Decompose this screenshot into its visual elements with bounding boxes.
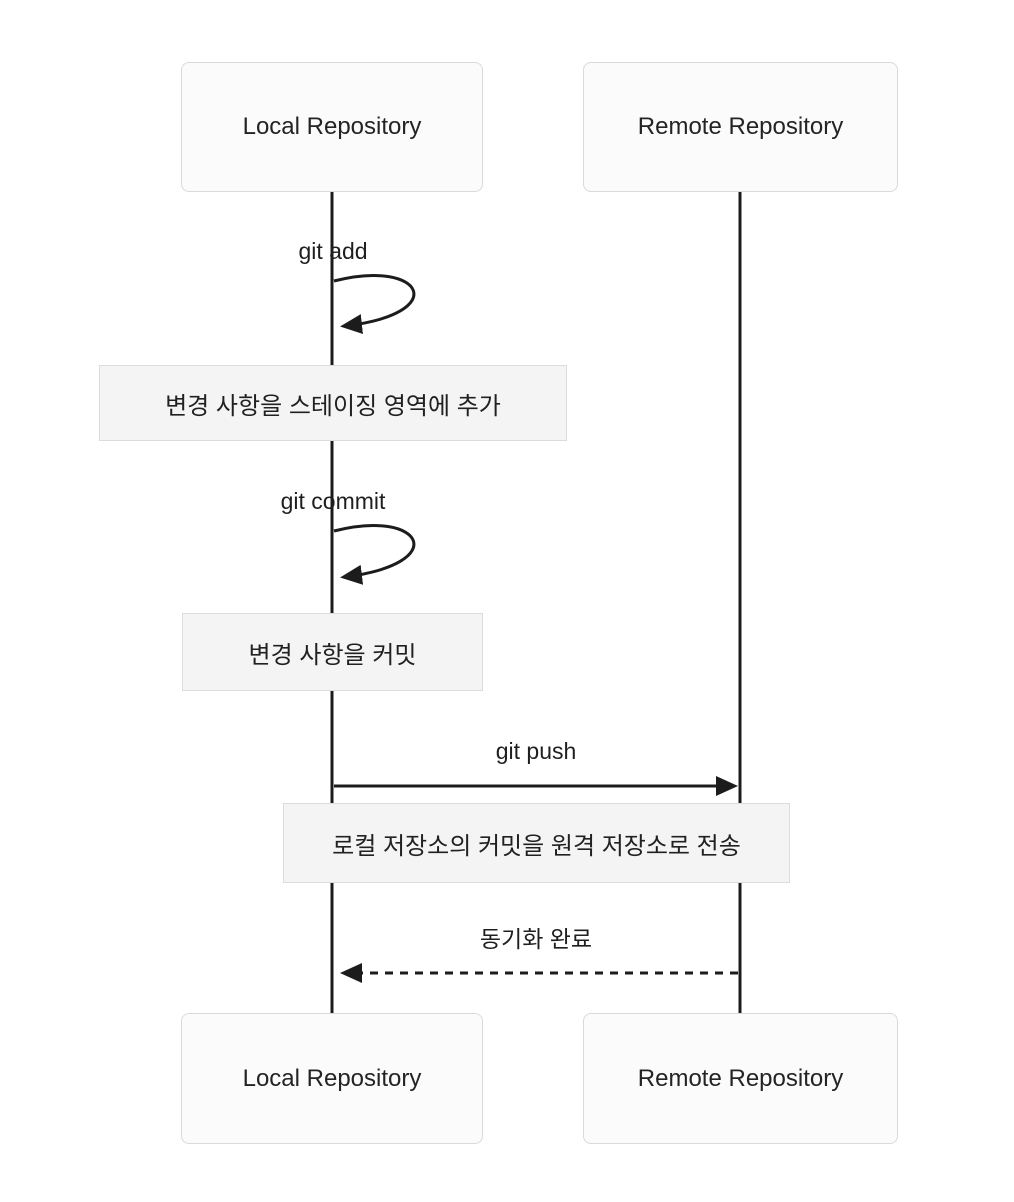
- actor-top-remote: Remote Repository: [583, 62, 898, 192]
- message-label-git-add: git add: [298, 238, 368, 264]
- actor-top-local: Local Repository: [181, 62, 483, 192]
- actor-bottom-local-label: Local Repository: [242, 1064, 422, 1092]
- actor-bottom-remote: Remote Repository: [583, 1013, 898, 1144]
- actor-top-local-label: Local Repository: [242, 113, 422, 140]
- message-label-git-push: git push: [495, 738, 577, 764]
- self-loop-git-add-arrow: [333, 274, 416, 334]
- note-commit: 변경 사항을 커밋: [182, 613, 483, 691]
- self-loop-git-commit-arrow: [333, 524, 416, 585]
- note-commit-text: 변경 사항을 커밋: [248, 641, 417, 669]
- message-label-sync-done: 동기화 완료: [479, 926, 593, 952]
- note-push: 로컬 저장소의 커밋을 원격 저장소로 전송: [283, 803, 790, 883]
- note-push-text: 로컬 저장소의 커밋을 원격 저장소로 전송: [332, 832, 741, 860]
- actor-top-remote-label: Remote Repository: [637, 113, 844, 140]
- note-staging-text: 변경 사항을 스테이징 영역에 추가: [165, 392, 501, 420]
- message-label-git-commit: git commit: [280, 488, 386, 514]
- actor-bottom-local: Local Repository: [181, 1013, 483, 1144]
- note-staging: 변경 사항을 스테이징 영역에 추가: [99, 365, 567, 441]
- actor-bottom-remote-label: Remote Repository: [637, 1064, 844, 1092]
